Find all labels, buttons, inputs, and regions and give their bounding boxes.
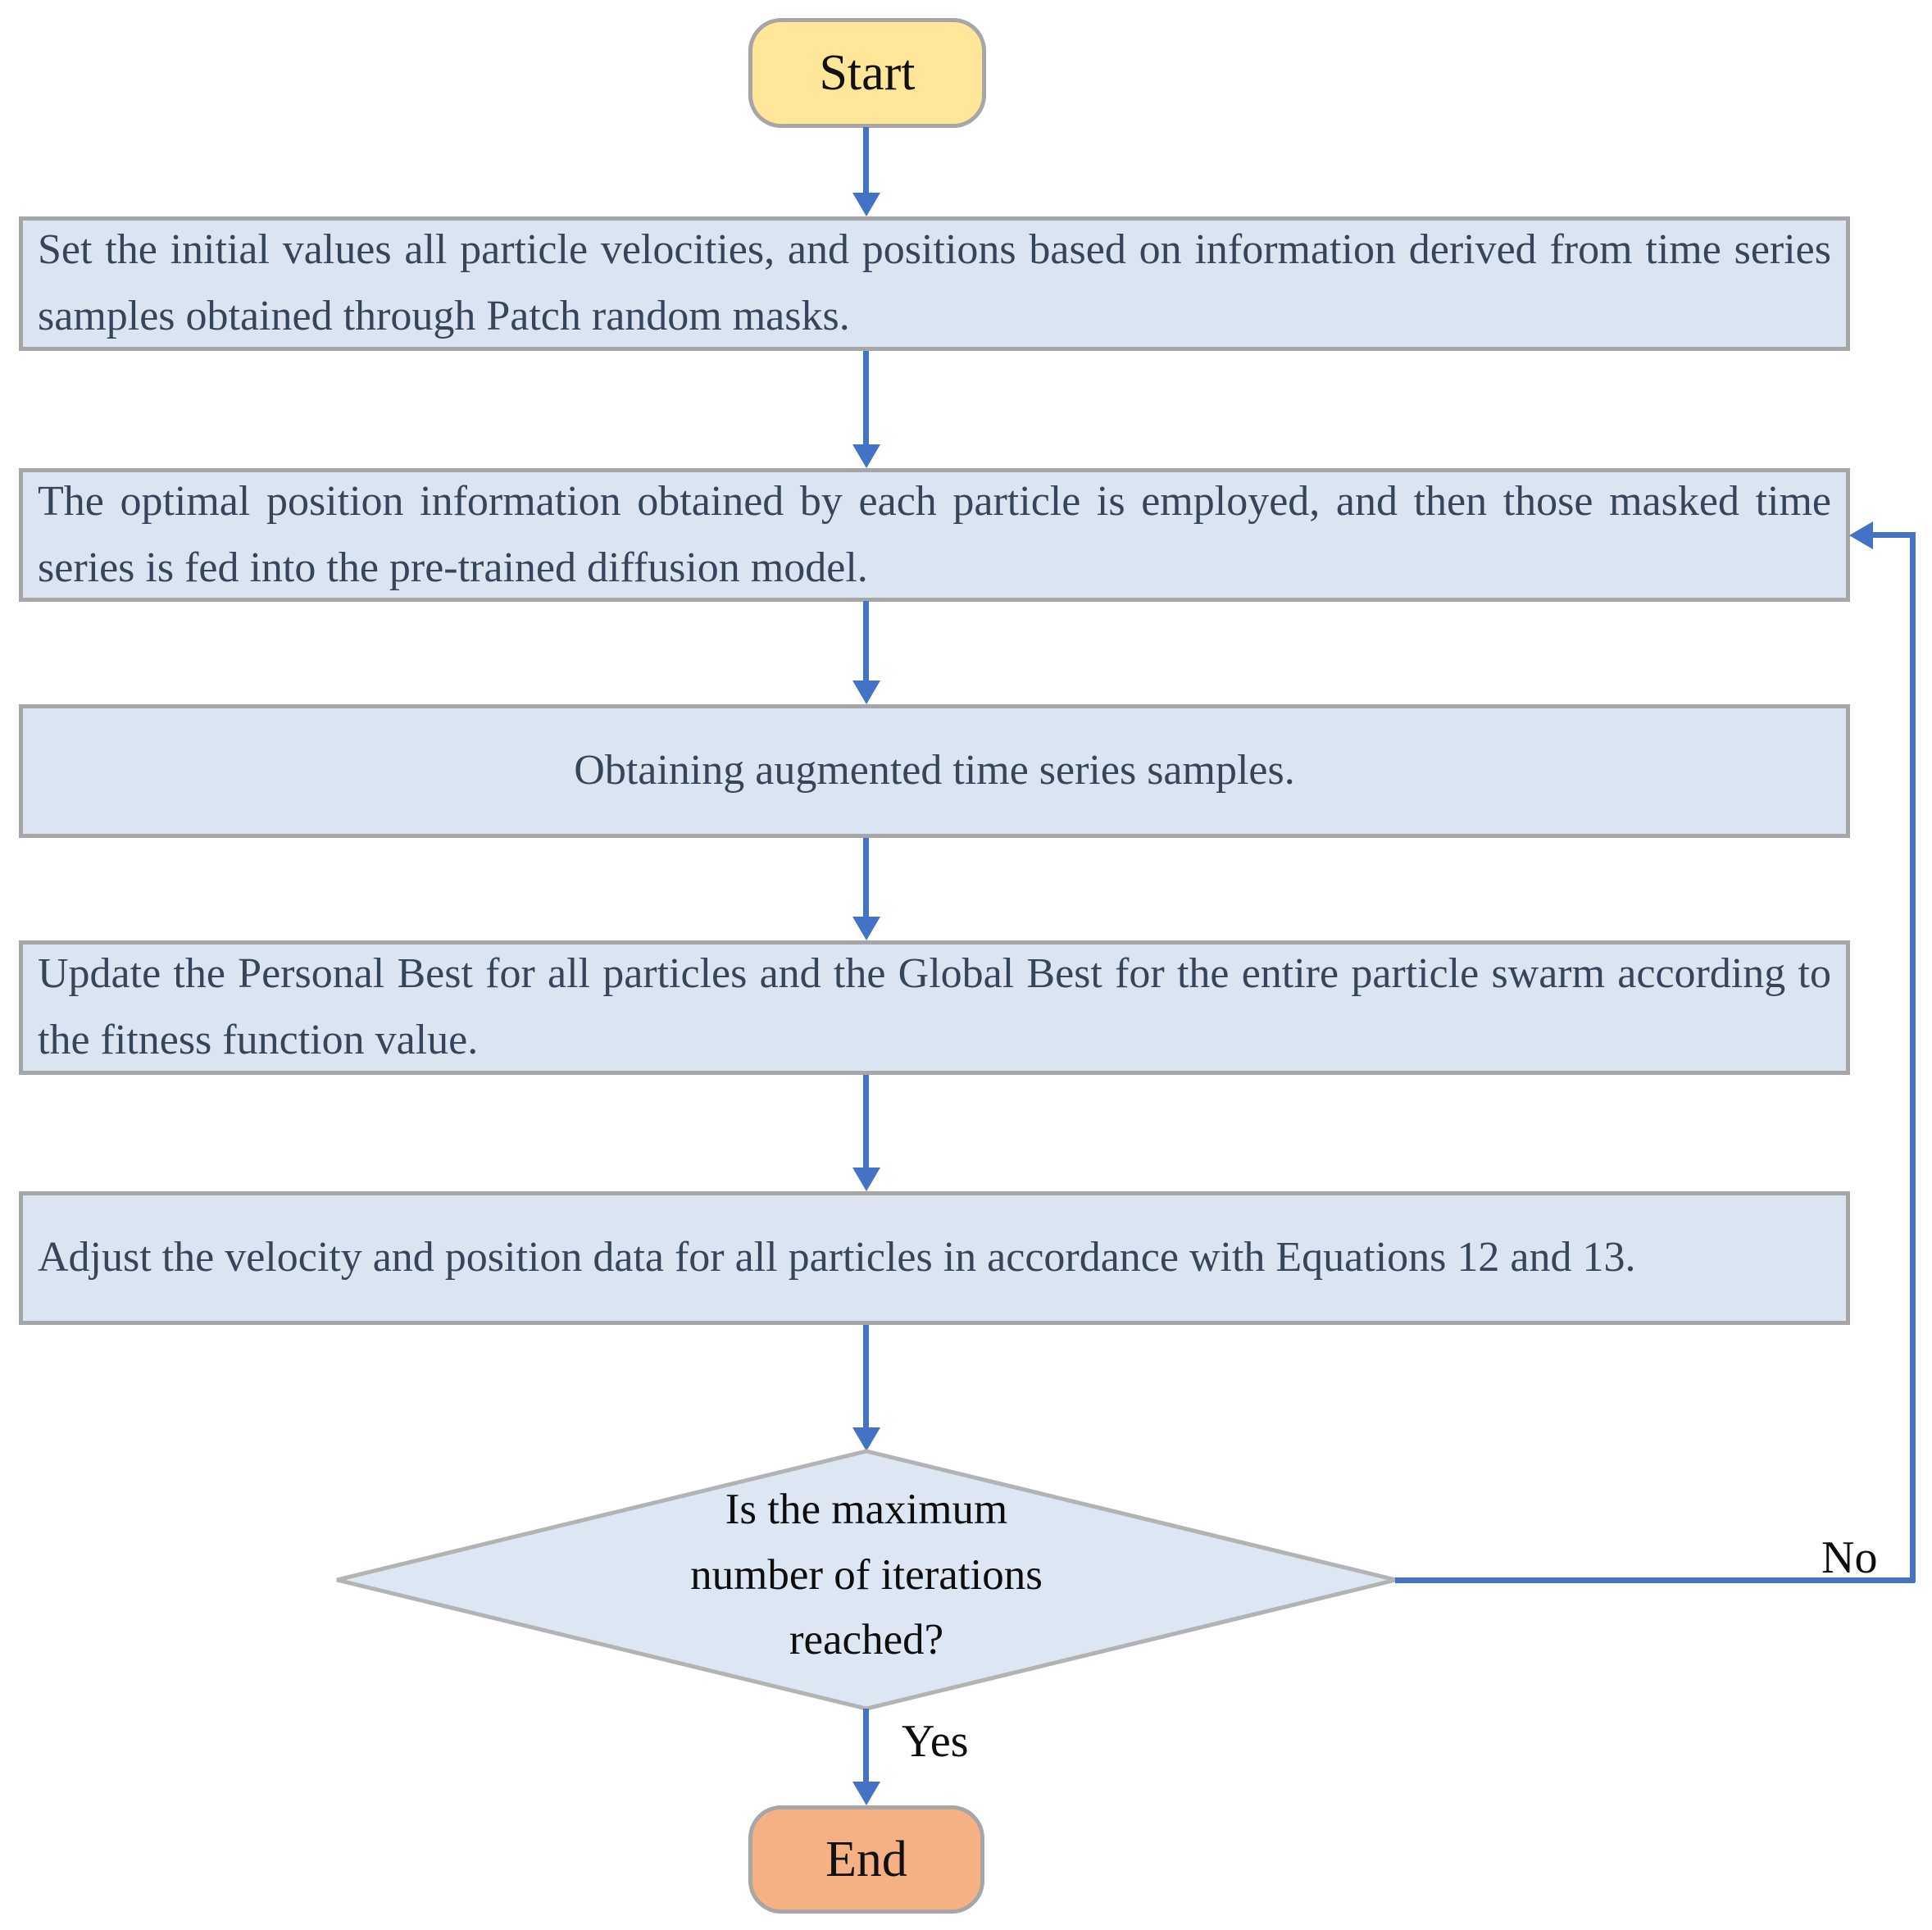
- arrow-step3-to-step4-head-icon: [852, 917, 880, 940]
- step-init-particles: Set the initial values all particle velo…: [19, 216, 1850, 351]
- no-loop-bottom-segment: [1395, 1577, 1915, 1583]
- step-update-best-text: Update the Personal Best for all particl…: [38, 950, 1831, 1063]
- end-node: End: [748, 1805, 984, 1914]
- no-loop-vertical-segment: [1910, 532, 1916, 1582]
- step-feed-diffusion-model: The optimal position information obtaine…: [19, 468, 1850, 602]
- arrow-step5-to-decision-head-icon: [852, 1427, 880, 1451]
- arrow-step4-to-step5-head-icon: [852, 1168, 880, 1191]
- decision-question-text: Is the maximum number of iterations reac…: [690, 1486, 1043, 1664]
- step-adjust-velocity-position-text: Adjust the velocity and position data fo…: [38, 1234, 1636, 1281]
- edge-label-yes: Yes: [902, 1716, 969, 1767]
- start-node-label: Start: [819, 44, 916, 101]
- arrow-step5-to-decision-shaft: [863, 1325, 869, 1432]
- step-augmented-samples-text: Obtaining augmented time series samples.: [574, 747, 1295, 794]
- edge-label-no: No: [1821, 1532, 1878, 1583]
- arrow-step1-to-step2-head-icon: [852, 444, 880, 468]
- arrow-step2-to-step3-head-icon: [852, 681, 880, 704]
- step-init-particles-text: Set the initial values all particle velo…: [38, 226, 1831, 339]
- end-node-label: End: [825, 1831, 907, 1887]
- no-loop-top-segment: [1871, 532, 1916, 538]
- arrow-start-to-step1-shaft: [863, 127, 869, 197]
- step-adjust-velocity-position: Adjust the velocity and position data fo…: [19, 1191, 1850, 1325]
- arrow-step3-to-step4-shaft: [863, 838, 869, 921]
- arrow-step4-to-step5-shaft: [863, 1075, 869, 1172]
- step-augmented-samples: Obtaining augmented time series samples.: [19, 704, 1850, 838]
- step-update-best: Update the Personal Best for all particl…: [19, 940, 1850, 1075]
- arrow-decision-to-end-head-icon: [852, 1782, 880, 1805]
- arrow-step2-to-step3-shaft: [863, 601, 869, 685]
- arrow-step1-to-step2-shaft: [863, 351, 869, 448]
- arrow-decision-to-end-shaft: [863, 1709, 869, 1786]
- step-feed-diffusion-model-text: The optimal position information obtaine…: [38, 477, 1831, 591]
- no-loop-arrow-head-icon: [1849, 521, 1873, 549]
- arrow-start-to-step1-head-icon: [852, 193, 880, 216]
- start-node: Start: [748, 18, 986, 128]
